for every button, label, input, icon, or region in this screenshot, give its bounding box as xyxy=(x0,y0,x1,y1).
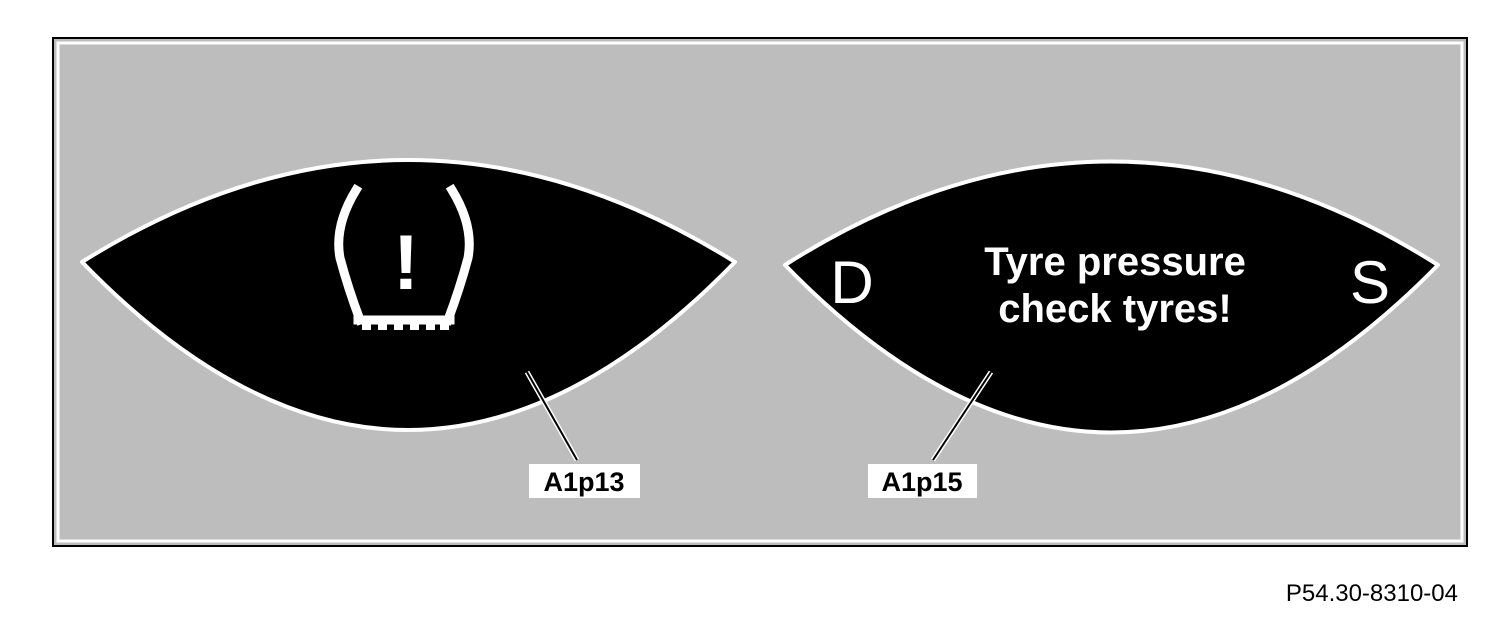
tire-left-wall xyxy=(334,183,366,326)
tire-pressure-warning-icon xyxy=(334,183,474,326)
panel-inner-border xyxy=(56,41,1464,543)
callout-label-box-a1p15 xyxy=(868,464,977,498)
figure-reference-number: P54.30-8310-04 xyxy=(1285,580,1458,607)
tire-tread-blocks xyxy=(362,324,449,330)
message-line-2: check tyres! xyxy=(998,287,1231,331)
mode-indicator-s: S xyxy=(1350,249,1390,316)
left-display-screen xyxy=(80,158,737,432)
exclamation-mark-icon: ! xyxy=(393,218,419,306)
tire-right-wall xyxy=(442,183,474,326)
gear-indicator-d: D xyxy=(830,249,873,316)
callout-label-a1p15: A1p15 xyxy=(881,467,962,497)
callout-line-a1p15 xyxy=(930,370,994,462)
message-line-1: Tyre pressure xyxy=(984,240,1246,284)
callout-line-a1p13 xyxy=(524,370,580,462)
callout-label-a1p13: A1p13 xyxy=(543,467,624,497)
callout-label-box-a1p13 xyxy=(529,464,640,498)
right-display-screen xyxy=(783,159,1440,435)
